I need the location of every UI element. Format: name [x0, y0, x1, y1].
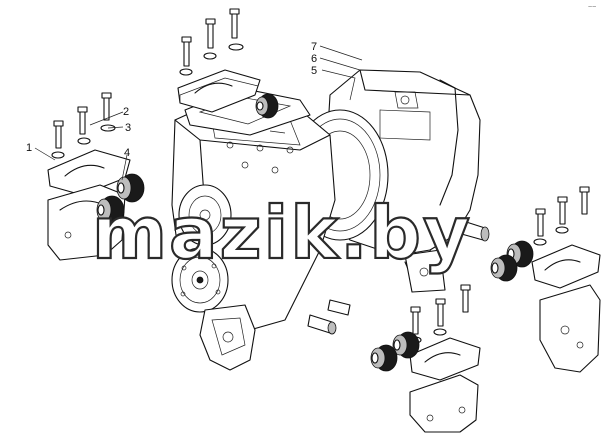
- bolt: [460, 284, 471, 313]
- bolt: [77, 106, 88, 135]
- rubber-bushing: [255, 93, 279, 119]
- bolt: [410, 306, 421, 335]
- bolt: [229, 8, 240, 39]
- callout-2: 2: [123, 106, 129, 118]
- callout-4: 4: [124, 147, 130, 159]
- bolt: [579, 186, 590, 215]
- callout-6: 6: [311, 53, 317, 65]
- bolt: [535, 208, 546, 237]
- callout-5: 5: [311, 65, 317, 77]
- callout-7: 7: [311, 41, 317, 53]
- bolt: [101, 92, 112, 121]
- right-mount-assembly: [490, 186, 601, 373]
- rubber-bushing: [392, 331, 420, 359]
- rubber-bushing: [370, 344, 398, 372]
- rubber-bushing: [490, 254, 518, 282]
- bolt: [435, 298, 446, 327]
- bottom-mount-assembly: [370, 284, 481, 433]
- bolt: [557, 196, 568, 225]
- callouts: 1 2 3 4 5 6 7: [26, 41, 317, 159]
- bolt: [181, 36, 192, 67]
- callout-1: 1: [26, 142, 32, 154]
- corner-mark: ~~: [588, 4, 596, 11]
- callout-3: 3: [125, 122, 131, 134]
- watermark: mazik.by: [92, 191, 472, 275]
- bolt: [205, 18, 216, 49]
- left-mount-assembly: [47, 92, 145, 261]
- leader-lines: [34, 45, 363, 181]
- bolt: [53, 120, 64, 149]
- rubber-bushing: [96, 195, 125, 225]
- top-mount-assembly: [177, 8, 279, 119]
- rubber-bushing: [116, 173, 145, 203]
